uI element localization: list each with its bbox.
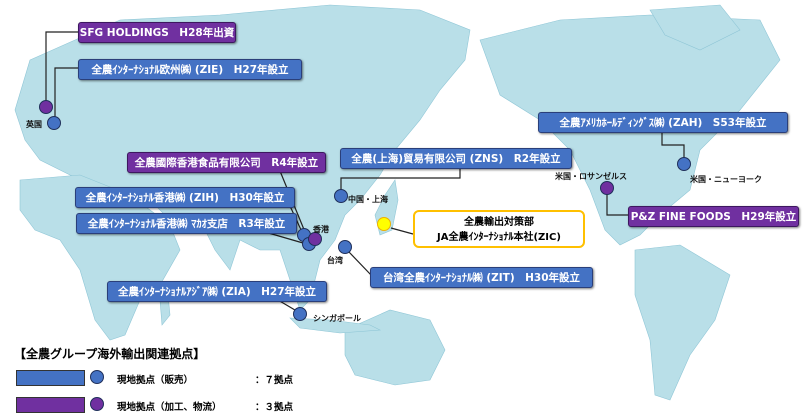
label-singapore: シンガポール (313, 314, 361, 323)
legend-processing-count: ：３拠点 (255, 402, 294, 413)
office-pz-fine-foods: P&Z FINE FOODS H29年設立 (628, 206, 799, 227)
office-zah: 全農ｱﾒﾘｶﾎｰﾙﾃﾞｨﾝｸﾞｽ㈱ (ZAH) S53年設立 (538, 112, 788, 133)
hq-line2: JA全農ｲﾝﾀｰﾅｼｮﾅﾙ本社(ZIC) (437, 232, 561, 243)
office-zns: 全農(上海)貿易有限公司 (ZNS) R2年設立 (340, 148, 572, 169)
uk-processing-dot (39, 100, 53, 114)
indonesia (289, 317, 382, 334)
greenland (649, 4, 741, 51)
label-taiwan: 台湾 (327, 256, 343, 265)
legend-processing-swatch (16, 397, 85, 413)
legend-sales-dot (90, 370, 104, 384)
legend-title: 【全農グループ海外輸出関連拠点】 (14, 347, 206, 361)
legend-sales-label: 現地拠点（販売） (117, 375, 194, 386)
hq-dot (377, 217, 391, 231)
south-america (634, 244, 731, 401)
legend-processing-dot (90, 397, 104, 411)
taiwan-dot (338, 240, 352, 254)
hq-box: 全農輸出対策部 JA全農ｲﾝﾀｰﾅｼｮﾅﾙ本社(ZIC) (413, 210, 585, 248)
la-dot (600, 181, 614, 195)
legend-processing-label: 現地拠点（加工、物流） (117, 402, 222, 413)
uk-sales-dot (47, 116, 61, 130)
label-shanghai: 中国・上海 (348, 195, 388, 204)
office-sfg-holdings: SFG HOLDINGS H28年出資 (78, 22, 236, 43)
shanghai-dot (334, 189, 348, 203)
legend-sales-count: ：７拠点 (255, 375, 294, 386)
label-uk: 英国 (26, 120, 42, 129)
legend-sales-swatch (16, 370, 85, 386)
label-ny: 米国・ニューヨーク (690, 175, 762, 184)
office-zit: 台湾全農ｲﾝﾀｰﾅｼｮﾅﾙ㈱ (ZIT) H30年設立 (370, 267, 593, 288)
ny-dot (677, 157, 691, 171)
office-zia: 全農ｲﾝﾀｰﾅｼｮﾅﾙｱｼﾞｱ㈱ (ZIA) H27年設立 (107, 281, 327, 302)
hq-line1: 全農輸出対策部 (464, 217, 534, 228)
office-zie: 全農ｲﾝﾀｰﾅｼｮﾅﾙ欧州㈱ (ZIE) H27年設立 (78, 59, 302, 80)
singapore-dot (293, 307, 307, 321)
office-hk-food: 全農國際香港食品有限公司 R4年設立 (127, 152, 326, 173)
label-hongkong: 香港 (313, 225, 329, 234)
hongkong-processing-dot (308, 232, 322, 246)
label-la: 米国・ロサンゼルス (555, 172, 627, 181)
office-zih: 全農ｲﾝﾀｰﾅｼｮﾅﾙ香港㈱ (ZIH) H30年設立 (75, 187, 295, 208)
office-macau: 全農ｲﾝﾀｰﾅｼｮﾅﾙ香港㈱ ﾏｶｵ支店 R3年設立 (76, 213, 297, 234)
